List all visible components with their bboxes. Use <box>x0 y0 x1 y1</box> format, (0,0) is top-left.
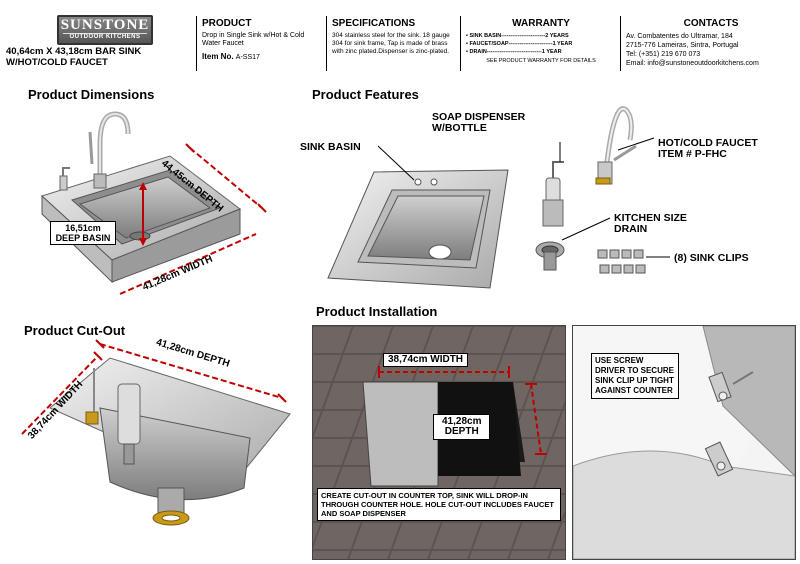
countertop-panel: 38,74cm WIDTH 41,28cm DEPTH CREATE CUT-O… <box>312 325 566 560</box>
product-name: 40,64cm X 43,18cm BAR SINK W/HOT/COLD FA… <box>6 46 196 68</box>
drain-label: KITCHEN SIZE DRAIN <box>614 212 687 235</box>
product-name-line1: 40,64cm X 43,18cm BAR SINK <box>6 46 142 57</box>
features-illustration <box>327 106 670 289</box>
warranty-list: • SINK BASIN------------------------2 YE… <box>466 32 616 56</box>
install-depth-label: 41,28cm DEPTH <box>433 414 491 440</box>
item-number: A-SS17 <box>235 54 260 61</box>
spec-title: SPECIFICATIONS <box>332 18 416 29</box>
contacts-list: Av. Combatentes do Ultramar, 184 2715-77… <box>626 32 796 68</box>
logo-sub-text: OUTDOOR KITCHENS <box>63 33 147 41</box>
contact-address: Av. Combatentes do Ultramar, 184 <box>626 33 733 40</box>
faucet-label: HOT/COLD FAUCET ITEM # P-FHC <box>658 137 758 160</box>
basin-depth-label: 16,51cm DEEP BASIN <box>50 221 116 245</box>
cutout-title: Product Cut-Out <box>24 323 126 338</box>
item-label: Item No. <box>202 52 234 61</box>
contact-city: 2715-776 Lameiras, Sintra, Portugal <box>626 42 739 49</box>
logo-main-text: SUNSTONE <box>60 17 150 33</box>
installation-title: Product Installation <box>316 304 438 319</box>
installation-note: CREATE CUT-OUT IN COUNTER TOP, SINK WILL… <box>317 488 561 521</box>
sink-basin-label: SINK BASIN <box>300 141 361 153</box>
soap-dispenser-label: SOAP DISPENSER W/BOTTLE <box>432 111 526 134</box>
warranty-item: • FAUCET/SOAP------------------------1 Y… <box>466 41 573 47</box>
spec-block: SPECIFICATIONS 304 stainless steel for t… <box>332 18 456 56</box>
warranty-title: WARRANTY <box>512 18 570 29</box>
divider <box>196 16 197 71</box>
screw-driver-note: USE SCREW DRIVER TO SECURE SINK CLIP UP … <box>591 353 679 399</box>
contact-phone: Tel: (+351) 219 670 073 <box>626 51 701 58</box>
warranty-note: SEE PRODUCT WARRANTY FOR DETAILS <box>486 58 596 64</box>
divider <box>460 16 461 71</box>
sink-clips-label: (8) SINK CLIPS <box>674 252 749 264</box>
warranty-item: • SINK BASIN------------------------2 YE… <box>466 33 569 39</box>
sink-cutout-illustration <box>21 339 291 526</box>
product-title: PRODUCT <box>202 18 252 29</box>
features-title: Product Features <box>312 87 419 102</box>
contacts-block: CONTACTS Av. Combatentes do Ultramar, 18… <box>626 18 796 68</box>
contacts-title: CONTACTS <box>683 18 739 29</box>
product-name-line2: W/HOT/COLD FAUCET <box>6 57 108 68</box>
warranty-item: • DRAIN------------------------------1 Y… <box>466 49 562 55</box>
clip-detail-panel: USE SCREW DRIVER TO SECURE SINK CLIP UP … <box>572 325 796 560</box>
divider <box>326 16 327 71</box>
dimensions-title: Product Dimensions <box>28 87 155 102</box>
product-desc: Drop in Single Sink w/Hot & Cold Water F… <box>202 32 305 47</box>
install-width-label: 38,74cm WIDTH <box>383 353 469 367</box>
brand-logo: SUNSTONE OUTDOOR KITCHENS <box>57 15 153 45</box>
spec-text: 304 stainless steel for the sink. 18 gau… <box>332 32 450 55</box>
warranty-block: WARRANTY • SINK BASIN-------------------… <box>466 18 616 64</box>
divider <box>620 16 621 71</box>
contact-email[interactable]: Email: info@sunstoneoutdoorkitchens.com <box>626 60 759 67</box>
product-block: PRODUCT Drop in Single Sink w/Hot & Cold… <box>202 18 320 61</box>
